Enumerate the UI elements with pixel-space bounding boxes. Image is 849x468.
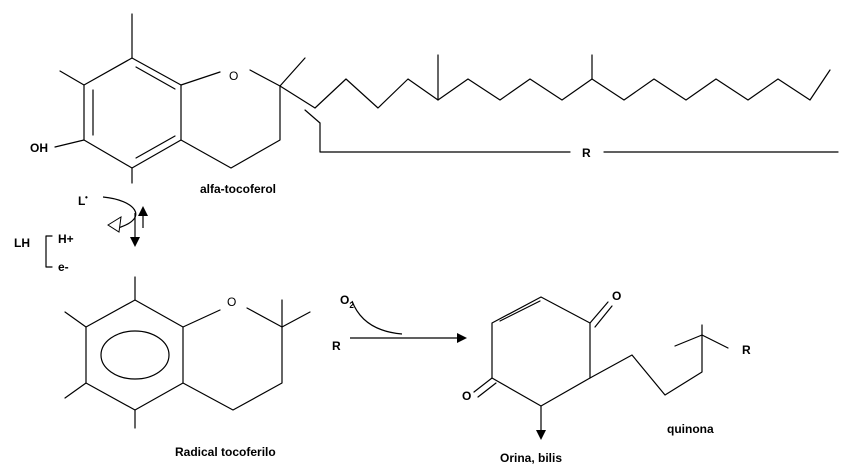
o2-o: O <box>340 293 349 307</box>
oxygen-label-radical: O <box>227 295 236 309</box>
aromatic-bond-2 <box>135 135 176 159</box>
curved-arrow <box>102 196 137 229</box>
phytyl-chain <box>279 69 831 109</box>
quinona-structure <box>473 296 729 440</box>
carbonyl-label-top: O <box>612 289 621 303</box>
r-label-quinone: R <box>742 343 751 357</box>
alfa-tocoferol-structure <box>54 13 839 184</box>
l-radical-label: L <box>78 194 85 208</box>
quinona-label: quinona <box>667 422 714 436</box>
quinone-ring <box>491 296 591 407</box>
r-bracket-left <box>319 122 571 153</box>
r-bracket-link <box>304 109 321 124</box>
methyl-left <box>59 70 85 86</box>
lh-label: LH <box>14 236 30 250</box>
carbonyl-bottom-bond-2 <box>477 382 497 398</box>
radical-methyl-left <box>64 311 87 328</box>
hydrogen-transfer-arrows <box>45 196 148 268</box>
carbonyl-top-bond-2 <box>594 305 613 328</box>
quinone-methyl-a <box>674 334 703 347</box>
radical-methyl-left-bottom <box>64 382 87 399</box>
aromatic-bond-1 <box>135 66 176 90</box>
curved-arrow-head <box>107 216 122 233</box>
radical-methyl-c2b <box>281 311 311 328</box>
r-label-top: R <box>582 146 591 160</box>
radical-tocoferilo-label: Radical tocoferilo <box>175 445 276 459</box>
quinone-side-chain <box>589 334 703 396</box>
o2-label: O2 <box>340 293 354 310</box>
lh-bracket <box>45 235 53 268</box>
oh-label: OH <box>30 141 48 155</box>
oxygen-label-top: O <box>229 69 238 83</box>
carbonyl-label-bottom: O <box>462 389 471 403</box>
r-label-mid: R <box>332 339 341 353</box>
aromatic-circle <box>100 330 170 380</box>
h-plus-label: H+ <box>58 232 74 246</box>
o2-subscript: 2 <box>349 301 354 310</box>
o2-curve <box>351 300 403 335</box>
quinone-methyl-b <box>701 334 729 349</box>
oh-bond <box>54 139 85 148</box>
oxidation-arrow-group <box>350 300 467 343</box>
alfa-tocoferol-label: alfa-tocoferol <box>200 182 276 196</box>
benzene-ring-top <box>83 57 182 169</box>
carbonyl-top-bond <box>589 301 609 324</box>
quinone-double-bond <box>499 300 541 322</box>
e-minus-label: e- <box>58 260 69 274</box>
carbonyl-bottom-bond <box>473 377 493 393</box>
l-radical-dot: • <box>85 193 88 202</box>
pyran-ring-top <box>180 69 281 169</box>
pyran-ring-radical <box>182 307 283 411</box>
orina-bilis-label: Orina, bilis <box>500 451 562 465</box>
methyl-c2 <box>279 57 306 87</box>
radical-tocoferilo-structure <box>64 276 311 429</box>
